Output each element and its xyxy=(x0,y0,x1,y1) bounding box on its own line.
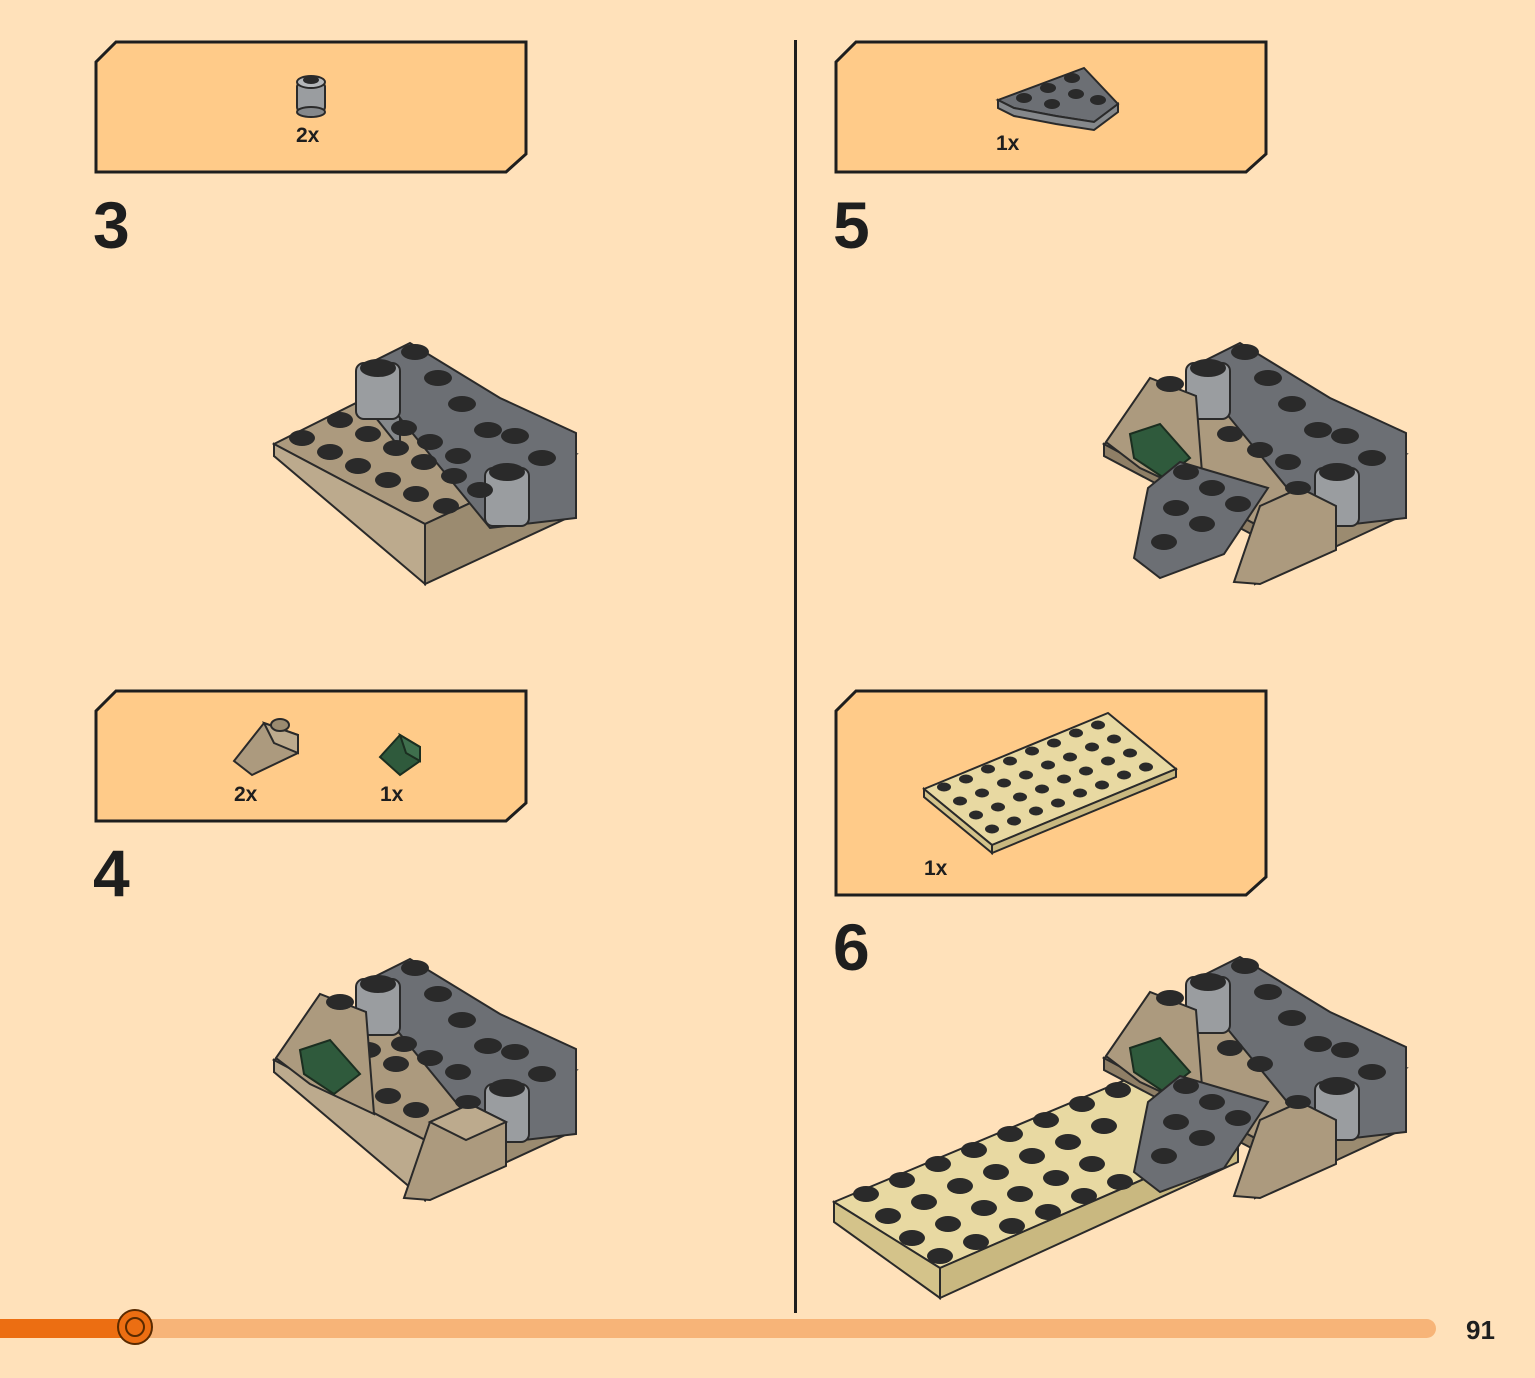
assembly-step-3-illustration xyxy=(271,341,579,587)
light-gray-round-brick-icon xyxy=(296,75,326,118)
dark-gray-wedge-plate-icon xyxy=(995,66,1120,132)
assembly-step-5-illustration xyxy=(1101,341,1409,586)
page-number: 91 xyxy=(1466,1315,1495,1345)
parts-callout-step-5: 1x xyxy=(834,40,1268,174)
parts-callout-step-6: 1x xyxy=(834,689,1268,897)
step-number-3: 3 xyxy=(93,188,130,262)
part-quantity: 1x xyxy=(380,783,404,806)
progress-track xyxy=(0,1319,1436,1338)
assembly-step-4-illustration xyxy=(271,957,579,1203)
book-progress-bar xyxy=(0,1309,1436,1345)
green-slope-icon xyxy=(378,732,421,777)
progress-marker xyxy=(117,1309,153,1345)
assembly-step-6-illustration xyxy=(831,955,1409,1300)
tan-plate-icon xyxy=(922,711,1178,855)
step-number-4: 4 xyxy=(93,836,130,910)
part-quantity: 1x xyxy=(924,857,948,880)
step-number-6: 6 xyxy=(833,910,870,984)
progress-fill xyxy=(0,1319,135,1338)
part-quantity: 1x xyxy=(996,132,1020,155)
tan-slope-icon xyxy=(232,718,299,777)
page-divider xyxy=(794,40,797,1313)
parts-callout-step-4: 2x 1x xyxy=(94,689,528,823)
part-quantity: 2x xyxy=(296,124,320,147)
parts-callout-step-3: 2x xyxy=(94,40,528,174)
step-number-5: 5 xyxy=(833,188,870,262)
part-quantity: 2x xyxy=(234,783,258,806)
